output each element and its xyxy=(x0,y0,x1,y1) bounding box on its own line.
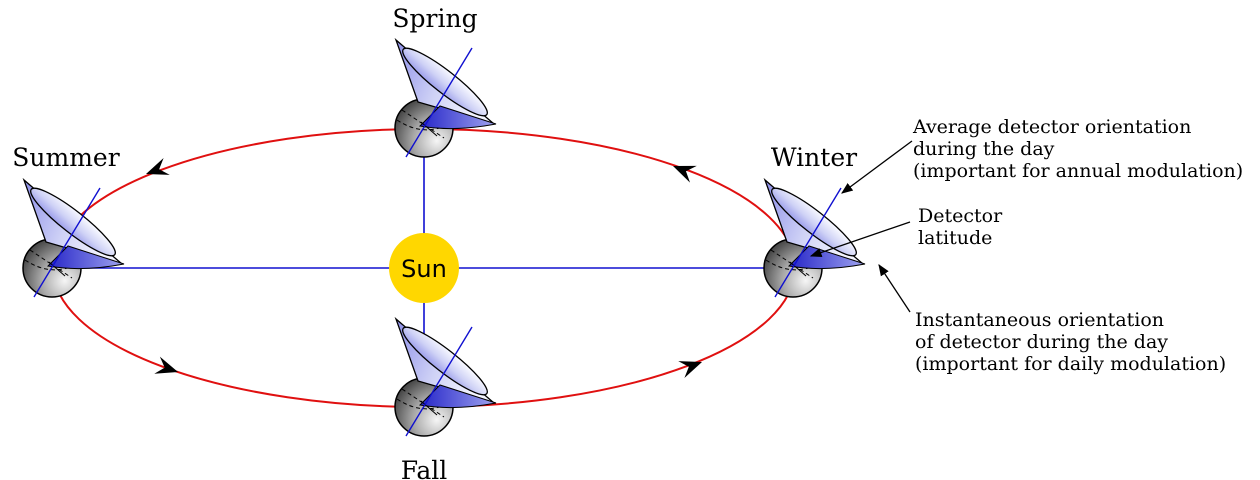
detector-fall xyxy=(394,318,497,437)
annotation-average-orientation: Average detector orientation during the … xyxy=(841,116,1243,194)
orbit-arrows xyxy=(146,158,702,378)
season-label-fall: Fall xyxy=(401,456,448,480)
annotation-instantaneous-orientation: Instantaneous orientation of detector du… xyxy=(878,264,1226,375)
sun: Sun xyxy=(389,233,459,303)
annotation-latitude-line-2: latitude xyxy=(918,227,992,249)
annotation-instantaneous-line-2: of detector during the day xyxy=(915,331,1168,353)
annotation-average-line-3: (important for annual modulation) xyxy=(913,160,1243,182)
sun-disc xyxy=(389,233,459,303)
detector-spring xyxy=(394,39,497,158)
annotation-average-line-2: during the day xyxy=(913,138,1055,160)
svg-text:Detector latitude: Detector latitude xyxy=(918,205,1008,249)
svg-text:Average detector orientation: Average detector orientation during the … xyxy=(912,116,1243,182)
orbit-arrow-top-right xyxy=(673,165,697,183)
season-label-winter: Winter xyxy=(771,143,857,172)
svg-text:Instantaneous orientation: Instantaneous orientation of detector du… xyxy=(915,309,1226,375)
detector-summer xyxy=(22,179,125,298)
orbit-arrow-bottom-left xyxy=(154,356,178,374)
annotation-average-line-1: Average detector orientation xyxy=(912,116,1191,138)
pointer-instantaneous-orientation xyxy=(878,264,911,313)
season-label-summer: Summer xyxy=(12,143,119,172)
pointer-average-orientation xyxy=(841,140,913,194)
annotation-latitude: Detector latitude xyxy=(809,205,1008,258)
season-label-spring: Spring xyxy=(392,4,477,33)
pointer-latitude xyxy=(809,221,911,258)
orbit-arrow-bottom-right xyxy=(678,361,702,378)
sun-label: Sun xyxy=(401,255,447,283)
detector-winter xyxy=(763,179,866,298)
orbit-arrow-top-left xyxy=(146,158,170,175)
annotation-latitude-line-1: Detector xyxy=(918,205,1003,227)
annotation-instantaneous-line-3: (important for daily modulation) xyxy=(915,353,1226,375)
annotation-instantaneous-line-1: Instantaneous orientation xyxy=(915,309,1164,331)
